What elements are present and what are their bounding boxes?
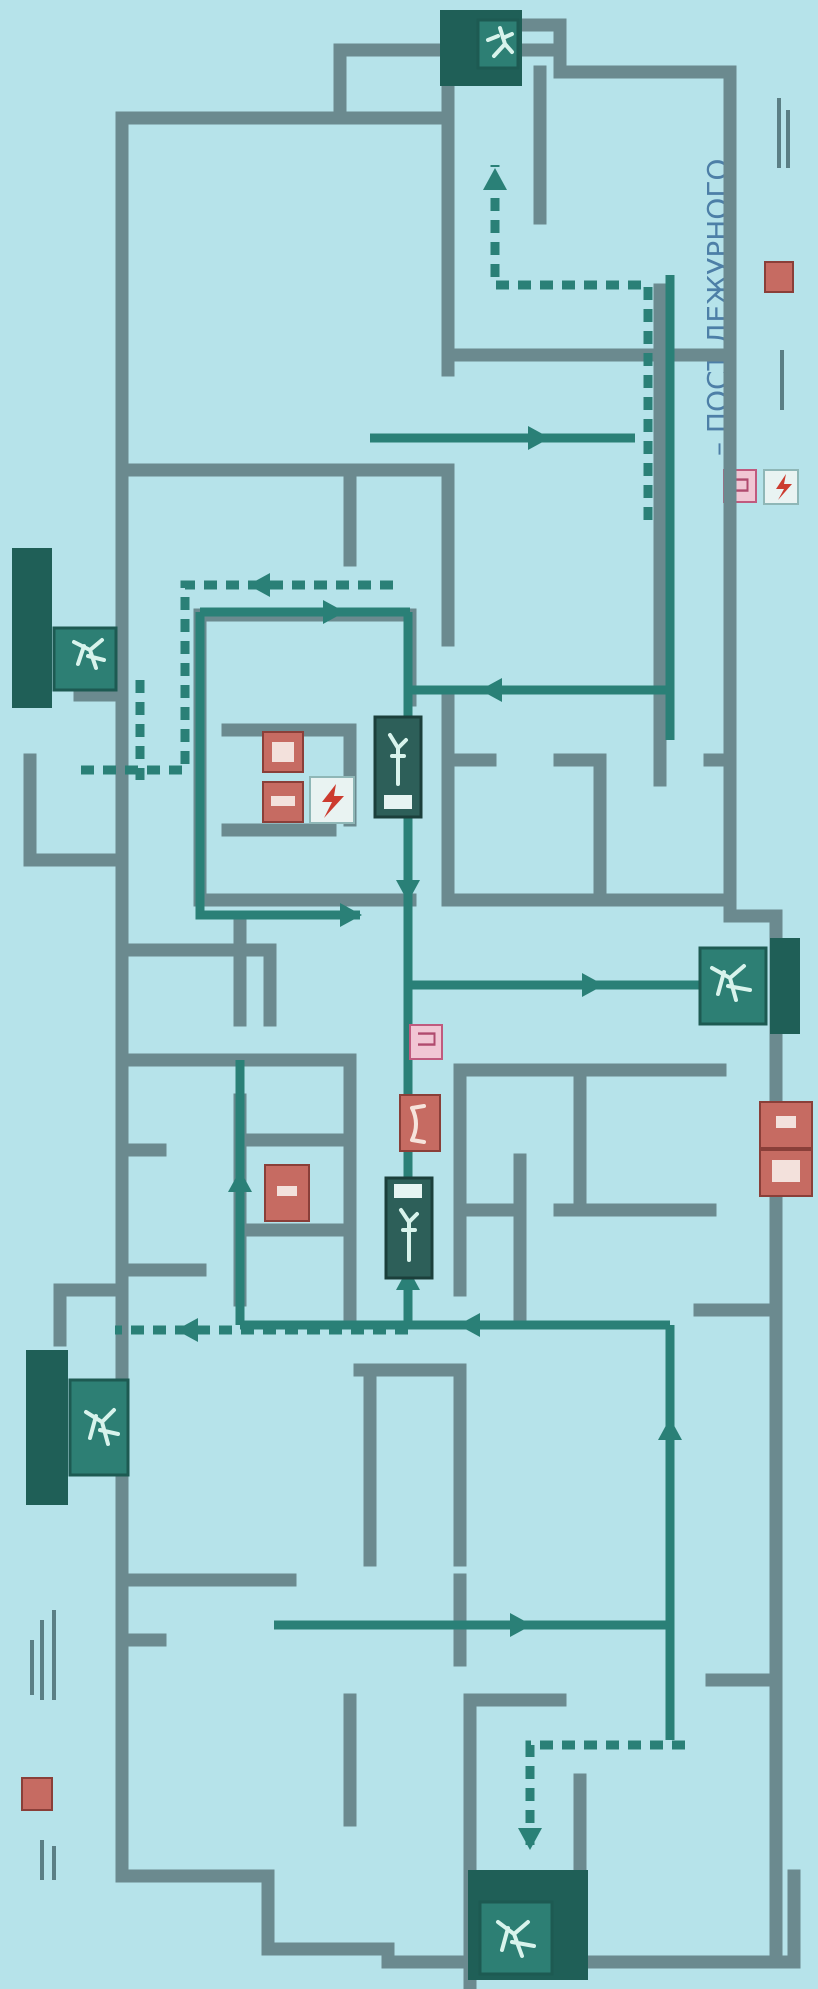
duty-post-badge bbox=[409, 1024, 443, 1060]
extinguisher-mark bbox=[271, 796, 295, 806]
legend-bottom bbox=[21, 1610, 56, 1880]
legend-line bbox=[780, 350, 784, 410]
route-arrow bbox=[396, 880, 420, 902]
extinguisher-mark bbox=[776, 1116, 796, 1128]
legend-swatch-electrical bbox=[763, 469, 799, 505]
extinguisher-mark bbox=[277, 1186, 297, 1196]
route-arrow bbox=[658, 1418, 682, 1440]
extinguisher-center-upper bbox=[262, 731, 304, 773]
extinguisher-mark bbox=[772, 1160, 800, 1182]
wall bbox=[441, 693, 737, 907]
stair-step bbox=[394, 1184, 422, 1198]
legend-top: П – ПОСТ ДЕЖУРНОГО. bbox=[701, 98, 799, 505]
route-dashed bbox=[80, 580, 393, 775]
wall bbox=[193, 608, 417, 707]
extinguisher-lower-room bbox=[264, 1164, 310, 1222]
exit-lower-left bbox=[26, 1350, 130, 1505]
exit-upper-left bbox=[12, 548, 118, 708]
wall bbox=[553, 753, 607, 907]
legend-swatch-equipment bbox=[764, 261, 794, 293]
extinguisher-mark bbox=[272, 742, 294, 762]
route-arrow bbox=[228, 1170, 252, 1192]
legend-line bbox=[52, 1846, 56, 1880]
exit-bar bbox=[770, 938, 800, 1034]
duty-post-marker: П bbox=[409, 1024, 443, 1060]
phone bbox=[399, 1094, 441, 1152]
extinguisher-center-lower bbox=[262, 781, 304, 823]
route-arrow bbox=[483, 168, 507, 190]
fire-equipment: П bbox=[262, 731, 813, 1222]
route-arrow bbox=[248, 573, 270, 597]
route-dashed bbox=[490, 165, 653, 520]
route-arrow bbox=[323, 600, 345, 624]
running-man-exit-icon bbox=[486, 26, 514, 58]
route-arrow bbox=[176, 1318, 198, 1342]
extinguisher-right bbox=[759, 1101, 813, 1197]
route-arrow bbox=[458, 1313, 480, 1337]
stairway-lower bbox=[384, 1176, 434, 1280]
telephone-handset bbox=[410, 1104, 426, 1144]
evacuation-routes bbox=[195, 275, 710, 1740]
exit-top bbox=[440, 10, 522, 86]
running-man-exit-icon bbox=[84, 1408, 120, 1446]
exit-sign bbox=[476, 18, 520, 70]
route-arrow bbox=[340, 903, 362, 927]
exit-sign bbox=[68, 1378, 130, 1477]
stairway-upper bbox=[373, 715, 423, 819]
wall bbox=[23, 753, 129, 867]
route-arrow bbox=[528, 426, 550, 450]
alternative-routes bbox=[80, 165, 685, 1850]
route-dashed bbox=[525, 1740, 685, 1850]
running-man-exit-icon bbox=[388, 733, 408, 786]
exit-right bbox=[698, 938, 800, 1034]
lightning-bolt-icon bbox=[322, 784, 344, 818]
exit-bar bbox=[12, 548, 52, 708]
stairwells bbox=[373, 715, 434, 1280]
legend-swatch-equipment bbox=[21, 1777, 53, 1811]
stair-step bbox=[384, 795, 412, 809]
running-man-exit-icon bbox=[496, 1920, 536, 1958]
running-man-exit-icon bbox=[399, 1208, 419, 1262]
route-arrow bbox=[582, 973, 604, 997]
emergency-exits bbox=[12, 10, 800, 1980]
running-man-exit-icon bbox=[72, 638, 106, 670]
route-arrow bbox=[518, 1828, 542, 1850]
outer-wall bbox=[115, 18, 801, 1969]
legend-line bbox=[777, 98, 781, 168]
route-line bbox=[195, 612, 360, 920]
electrical-box bbox=[309, 776, 355, 824]
legend-line bbox=[40, 1840, 44, 1880]
legend-line bbox=[52, 1610, 56, 1700]
running-man-exit-icon bbox=[710, 964, 752, 1002]
route-arrow bbox=[480, 678, 502, 702]
legend-line bbox=[786, 110, 790, 168]
wall bbox=[53, 1283, 129, 1347]
legend-line bbox=[40, 1620, 44, 1700]
route-arrow bbox=[510, 1613, 532, 1637]
electrical-panel bbox=[309, 776, 355, 824]
exit-bottom bbox=[468, 1870, 588, 1980]
exit-bar bbox=[26, 1350, 68, 1505]
exit-sign bbox=[52, 626, 118, 692]
legend-line bbox=[30, 1640, 34, 1695]
lightning-bolt-icon bbox=[776, 474, 792, 500]
duty-post-letter: П bbox=[412, 1030, 440, 1048]
